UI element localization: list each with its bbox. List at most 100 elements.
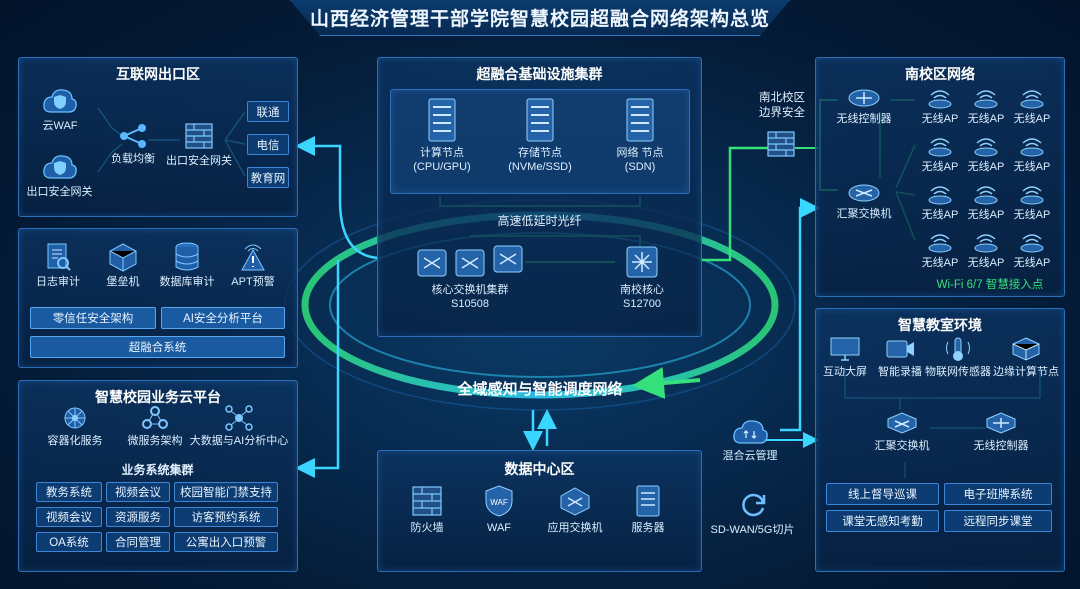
wireless-ap-node[interactable]: 无线AP xyxy=(1012,87,1052,126)
network-node[interactable]: 网络 节点 (SDN) xyxy=(598,97,682,174)
system-chip[interactable]: OA系统 xyxy=(36,532,102,552)
wireless-ap-node[interactable]: 无线AP xyxy=(920,183,960,222)
dc-server-label: 服务器 xyxy=(631,522,665,534)
dc-waf-node[interactable]: WAF WAF xyxy=(474,484,524,535)
classroom-agg-switch-node[interactable]: 汇聚交换机 xyxy=(866,410,938,453)
wireless-ap-node[interactable]: 无线AP xyxy=(1012,183,1052,222)
iot-sensor-node[interactable]: 物联网传感器 xyxy=(925,336,991,379)
app-chip[interactable]: 线上督导巡课 xyxy=(826,483,939,505)
system-chip[interactable]: 合同管理 xyxy=(106,532,170,552)
wireless-ap-node[interactable]: 无线AP xyxy=(920,231,960,270)
wireless-ap-node[interactable]: 无线AP xyxy=(966,135,1006,174)
system-chip[interactable]: 视频会议 xyxy=(36,507,102,527)
ai-analysis-chip[interactable]: AI安全分析平台 xyxy=(161,307,285,329)
hybrid-cloud-node[interactable]: 混合云管理 xyxy=(718,418,782,463)
app-chip[interactable]: 课堂无感知考勤 xyxy=(826,510,939,532)
server-rack-icon xyxy=(526,98,554,142)
wireless-ap-node[interactable]: 无线AP xyxy=(966,231,1006,270)
container-service-node[interactable]: 容器化服务 xyxy=(40,405,110,448)
compute-node-name: 计算节点 xyxy=(420,147,464,159)
dc-firewall-node[interactable]: 防火墙 xyxy=(398,484,456,535)
microservice-node[interactable]: 微服务架构 xyxy=(120,405,190,448)
wireless-controller-label: 无线控制器 xyxy=(836,113,892,125)
wireless-ap-label: 无线AP xyxy=(967,209,1005,221)
waf-shield-icon: WAF xyxy=(485,485,513,517)
microservice-label: 微服务架构 xyxy=(127,435,183,447)
compute-node[interactable]: 计算节点 (CPU/GPU) xyxy=(400,97,484,174)
wireless-controller-node[interactable]: 无线控制器 xyxy=(832,83,896,126)
bigdata-ai-label: 大数据与AI分析中心 xyxy=(189,435,289,447)
sdwan-node[interactable]: SD-WAN/5G切片 xyxy=(705,490,800,537)
wifi-ap-icon xyxy=(928,186,952,205)
isp-edu-chip[interactable]: 教育网 xyxy=(247,167,289,188)
thermometer-icon xyxy=(946,337,970,361)
server-rack-icon xyxy=(626,98,654,142)
isp-unicom-chip[interactable]: 联通 xyxy=(247,101,289,122)
wireless-ap-node[interactable]: 无线AP xyxy=(920,87,960,126)
apt-warning-node[interactable]: APT预警 xyxy=(226,242,280,289)
zero-trust-chip[interactable]: 零信任安全架构 xyxy=(30,307,156,329)
iot-sensor-label: 物联网传感器 xyxy=(925,366,991,378)
wireless-ap-node[interactable]: 无线AP xyxy=(966,87,1006,126)
db-audit-node[interactable]: 数据库审计 xyxy=(155,242,219,289)
wifi-ap-icon xyxy=(974,234,998,253)
wifi-ap-icon xyxy=(974,138,998,157)
container-service-label: 容器化服务 xyxy=(47,435,103,447)
wireless-ap-label: 无线AP xyxy=(921,257,959,269)
helm-wheel-icon xyxy=(64,407,86,429)
system-chip[interactable]: 公寓出入口预警 xyxy=(174,532,278,552)
south-core-node[interactable]: 南校核心 S12700 xyxy=(604,244,680,311)
app-chip[interactable]: 远程同步课堂 xyxy=(944,510,1052,532)
interactive-screen-node[interactable]: 互动大屏 xyxy=(818,336,872,379)
smart-recording-node[interactable]: 智能录播 xyxy=(874,336,926,379)
app-chip[interactable]: 电子班牌系统 xyxy=(944,483,1052,505)
system-chip[interactable]: 视频会议 xyxy=(106,482,170,502)
core-switch-icon xyxy=(626,246,658,278)
wifi-ap-icon xyxy=(928,90,952,109)
isp-telecom-chip[interactable]: 电信 xyxy=(247,134,289,155)
system-chip[interactable]: 校园智能门禁支持 xyxy=(174,482,278,502)
wireless-ap-node[interactable]: 无线AP xyxy=(966,183,1006,222)
hybrid-cloud-label: 混合云管理 xyxy=(722,450,778,462)
warning-signal-icon xyxy=(241,244,265,271)
storage-node[interactable]: 存储节点 (NVMe/SSD) xyxy=(497,97,583,174)
dc-app-switch-node[interactable]: 应用交换机 xyxy=(537,484,613,535)
wifi-ap-icon xyxy=(1020,138,1044,157)
wireless-ap-node[interactable]: 无线AP xyxy=(1012,135,1052,174)
log-audit-node[interactable]: 日志审计 xyxy=(30,242,86,289)
system-chip[interactable]: 资源服务 xyxy=(106,507,170,527)
wireless-ap-label: 无线AP xyxy=(967,161,1005,173)
load-balancer-label: 负载均衡 xyxy=(111,153,155,165)
wireless-ap-node[interactable]: 无线AP xyxy=(1012,231,1052,270)
storage-node-sub: (NVMe/SSD) xyxy=(508,161,572,173)
svg-text:WAF: WAF xyxy=(490,498,508,507)
edge-compute-label: 边缘计算节点 xyxy=(993,366,1059,378)
wifi-ap-icon xyxy=(928,138,952,157)
network-node-sub: (SDN) xyxy=(624,161,656,173)
aggregation-switch-node[interactable]: 汇聚交换机 xyxy=(832,178,896,221)
storage-node-name: 存储节点 xyxy=(518,147,562,159)
south-core-model: S12700 xyxy=(623,298,661,310)
bigdata-ai-node[interactable]: 大数据与AI分析中心 xyxy=(188,405,290,448)
hci-system-chip[interactable]: 超融合系统 xyxy=(30,336,285,358)
system-chip[interactable]: 教务系统 xyxy=(36,482,102,502)
dc-server-node[interactable]: 服务器 xyxy=(620,484,676,535)
edge-box-icon xyxy=(1012,337,1040,361)
core-switch-name: 核心交换机集群 xyxy=(431,284,509,296)
core-switch-cluster[interactable]: 核心交换机集群 S10508 xyxy=(410,244,530,311)
wireless-ap-label: 无线AP xyxy=(921,209,959,221)
load-balancer-node[interactable]: 负载均衡 xyxy=(106,123,160,166)
cloud-waf-node[interactable]: 云WAF xyxy=(35,86,85,133)
bastion-node[interactable]: 堡垒机 xyxy=(98,242,148,289)
exit-gateway-left-node[interactable]: 出口安全网关 xyxy=(22,152,97,199)
wireless-ap-label: 无线AP xyxy=(967,113,1005,125)
exit-gateway-node[interactable]: 出口安全网关 xyxy=(163,121,235,168)
firewall-icon[interactable] xyxy=(766,130,796,158)
cloud-sync-icon xyxy=(733,420,768,444)
edge-compute-node[interactable]: 边缘计算节点 xyxy=(992,336,1060,379)
system-chip[interactable]: 访客预约系统 xyxy=(174,507,278,527)
classroom-wireless-controller-node[interactable]: 无线控制器 xyxy=(965,410,1037,453)
core-switch-model: S10508 xyxy=(451,298,489,310)
wireless-ap-node[interactable]: 无线AP xyxy=(920,135,960,174)
wifi-ap-icon xyxy=(974,90,998,109)
